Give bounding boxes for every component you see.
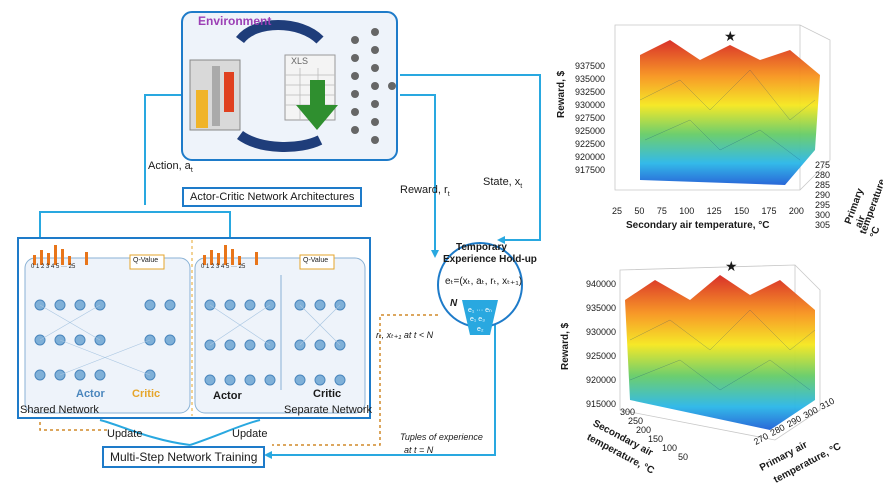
qvalue-label-2: Q-Value bbox=[303, 257, 329, 264]
plot2-star-marker: ★ bbox=[725, 258, 738, 274]
bar-axis-1: 0 1 2 3 4 5 ··· 25 bbox=[31, 264, 76, 270]
action-arrow bbox=[144, 94, 184, 205]
training-box: Multi-Step Network Training bbox=[102, 446, 266, 468]
actor-label: Actor bbox=[76, 388, 105, 400]
loop-arrow-bottom bbox=[237, 130, 323, 152]
plot1-surface bbox=[640, 40, 820, 185]
reward-arrow bbox=[400, 94, 436, 250]
qvalue-box-1 bbox=[129, 254, 165, 270]
buffer-top: e₁ ··· eₙ bbox=[468, 307, 492, 314]
actor-label-2: Actor bbox=[213, 390, 242, 402]
qvalue-label-1: Q-Value bbox=[133, 257, 159, 264]
xls-label: XLS bbox=[291, 56, 309, 66]
update-arrow-1 bbox=[99, 419, 191, 446]
green-arrow-icon bbox=[296, 80, 338, 130]
action-label: Action, at bbox=[148, 160, 193, 175]
update-label-2: Update bbox=[232, 428, 268, 440]
critic-label-2: Critic bbox=[313, 388, 342, 400]
plot1-zlabel: Reward, $ bbox=[556, 70, 567, 118]
separate-network-label: Separate Network bbox=[284, 404, 373, 416]
update-label-1: Update bbox=[107, 428, 143, 440]
flow-arrows bbox=[39, 74, 541, 456]
tuples-arrow bbox=[272, 320, 496, 456]
state-arrow bbox=[400, 74, 541, 241]
bar-icon-1 bbox=[33, 245, 88, 265]
reward-label: Reward, rt bbox=[400, 184, 450, 199]
holdup-title-1: Temporary bbox=[456, 242, 507, 253]
plot2-zlabel: Reward, $ bbox=[560, 322, 571, 370]
plot1-star-marker: ★ bbox=[724, 28, 737, 44]
buffer-bot: e₂ bbox=[477, 326, 484, 333]
loop-arrow-top bbox=[236, 20, 324, 44]
dotted-feedback bbox=[39, 314, 438, 446]
bar-icon-2 bbox=[203, 245, 258, 265]
shared-network-label: Shared Network bbox=[20, 404, 99, 416]
environment-title: Environment bbox=[198, 14, 272, 28]
state-label: State, xt bbox=[483, 176, 523, 191]
tuples-label-2: at t = N bbox=[404, 445, 434, 455]
holdup-equation: eₜ=(xₜ, aₜ, rₜ, xₜ₊₁) bbox=[445, 276, 523, 287]
critic-label: Critic bbox=[132, 388, 161, 400]
arch-box: Actor-Critic Network Architectures bbox=[182, 187, 363, 207]
holdup-n: N bbox=[450, 298, 458, 309]
shared-network-box bbox=[24, 257, 191, 414]
env-network-icon bbox=[351, 28, 396, 144]
action-feed-arrow bbox=[39, 211, 231, 240]
plot1-xlabel: Secondary air temperature, °C bbox=[626, 220, 770, 231]
update-arrow-2 bbox=[189, 419, 261, 446]
bar-axis-2: 0 1 2 3 4 5 ··· 25 bbox=[201, 264, 246, 270]
holdup-title-2: Experience Hold-up bbox=[443, 254, 537, 265]
network-edges bbox=[39, 304, 341, 376]
rx-label: rₜ, xₜ₊₁ at t < N bbox=[376, 330, 434, 340]
buffer-mid: e₁ e₃ bbox=[470, 316, 485, 323]
rl-diagram bbox=[17, 11, 541, 459]
surface-plots bbox=[614, 24, 831, 441]
separate-network-box bbox=[194, 257, 366, 414]
buffer-funnel bbox=[462, 300, 498, 335]
qvalue-box-2 bbox=[299, 254, 335, 270]
plot2-surface bbox=[625, 275, 815, 430]
tuples-label-1: Tuples of experience bbox=[400, 432, 483, 442]
